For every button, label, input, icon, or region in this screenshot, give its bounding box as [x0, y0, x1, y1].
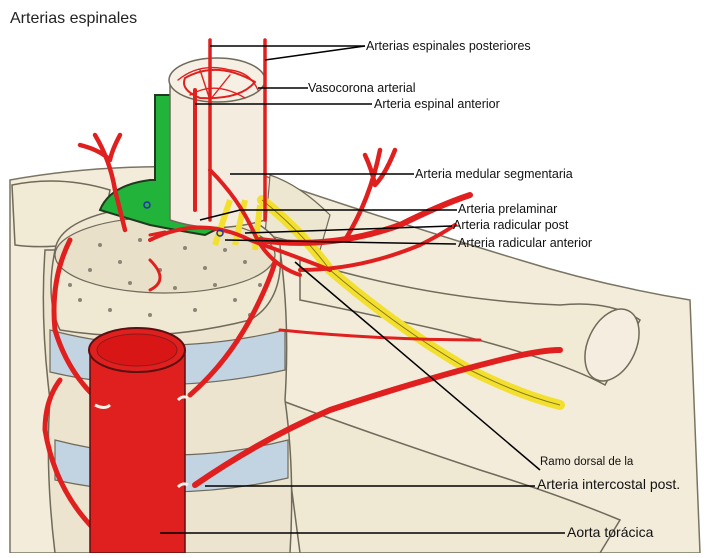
label-posteriores: Arterias espinales posteriores — [366, 39, 531, 53]
label-aorta: Aorta torácica — [567, 524, 653, 540]
label-prelaminar: Arteria prelaminar — [458, 202, 557, 216]
label-espinal-anterior: Arteria espinal anterior — [374, 97, 500, 111]
aorta — [90, 350, 185, 553]
label-ramo-dorsal: Ramo dorsal de la — [540, 456, 633, 468]
label-medular-segmentaria: Arteria medular segmentaria — [415, 167, 573, 181]
aorta-lumen — [97, 334, 177, 366]
diagram-title: Arterias espinales — [10, 10, 137, 28]
label-vasocorona: Vasocorona arterial — [308, 81, 415, 95]
label-radicular-post: Arteria radicular post — [453, 218, 568, 232]
label-radicular-anterior: Arteria radicular anterior — [458, 236, 592, 250]
label-intercostal: Arteria intercostal post. — [537, 476, 680, 492]
